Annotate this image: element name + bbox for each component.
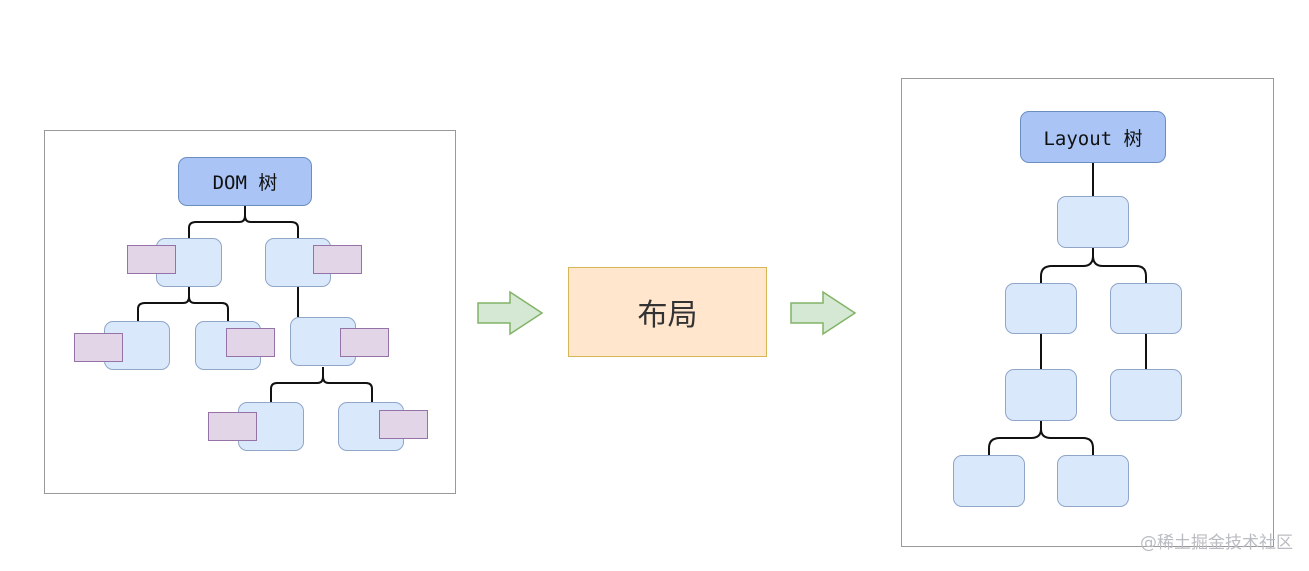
layout-node — [1005, 369, 1077, 421]
layout-tree-root: Layout 树 — [1020, 111, 1166, 163]
layout-node — [1057, 196, 1129, 248]
flow-arrow-right-icon — [790, 290, 857, 336]
dom-tree-root: DOM 树 — [178, 157, 312, 206]
dom-node-attribute — [313, 245, 362, 274]
watermark: @稀土掘金技术社区 — [1140, 533, 1293, 553]
dom-edge-left-children — [137, 287, 229, 321]
dom-node-attribute — [74, 333, 123, 362]
dom-node-attribute — [127, 245, 176, 274]
layout-process-label: 布局 — [637, 298, 698, 333]
layout-node — [1110, 369, 1182, 421]
dom-tree-root-label: DOM 树 — [212, 172, 278, 194]
layout-process-box: 布局 — [568, 267, 767, 357]
layout-node — [1110, 283, 1182, 334]
layout-tree-root-label: Layout 树 — [1043, 127, 1143, 150]
dom-edge-root-children — [188, 206, 299, 238]
layout-node — [1057, 455, 1129, 507]
dom-node-attribute — [340, 328, 389, 357]
flow-arrow-right-icon — [477, 290, 544, 336]
dom-node — [290, 317, 356, 366]
dom-node-attribute — [226, 328, 275, 357]
dom-node-attribute — [379, 410, 428, 439]
dom-node-attribute — [208, 412, 257, 441]
layout-node — [1005, 283, 1077, 334]
layout-node — [953, 455, 1025, 507]
dom-edge-grandchild-children — [270, 367, 373, 402]
